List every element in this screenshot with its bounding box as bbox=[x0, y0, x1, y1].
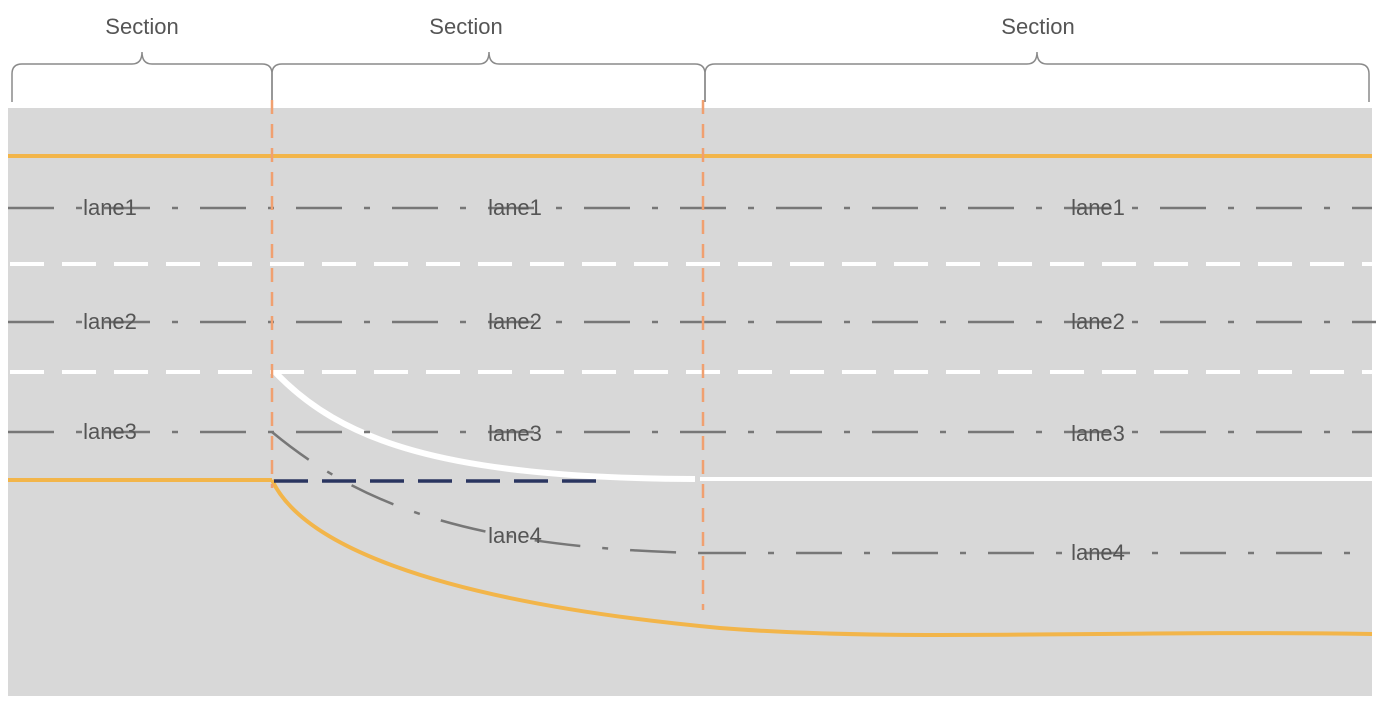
section-label-3: Section bbox=[1001, 14, 1074, 39]
lane-label-s1-lane3: lane3 bbox=[83, 419, 137, 444]
lane-label-s2-lane4: lane4 bbox=[488, 523, 542, 548]
lane-label-s2-lane1: lane1 bbox=[488, 195, 542, 220]
lane-label-s2-lane3: lane3 bbox=[488, 421, 542, 446]
section-bracket-2 bbox=[271, 51, 706, 102]
section-bracket-3 bbox=[704, 51, 1370, 102]
lane-label-s2-lane2: lane2 bbox=[488, 309, 542, 334]
section-label-2: Section bbox=[429, 14, 502, 39]
lane-divider-3-4-curve bbox=[272, 369, 696, 482]
lane-label-s3-lane3: lane3 bbox=[1071, 421, 1125, 446]
lane-label-s3-lane4: lane4 bbox=[1071, 540, 1125, 565]
lane-label-s3-lane1: lane1 bbox=[1071, 195, 1125, 220]
lane-center-lines bbox=[8, 206, 1376, 555]
road-edge-bottom-widening bbox=[270, 479, 1373, 638]
section-label-1: Section bbox=[105, 14, 178, 39]
lane-label-s1-lane1: lane1 bbox=[83, 195, 137, 220]
section-bracket-1 bbox=[11, 51, 273, 102]
road-surface bbox=[8, 108, 1372, 696]
lane-label-s1-lane2: lane2 bbox=[83, 309, 137, 334]
lane-label-s3-lane2: lane2 bbox=[1071, 309, 1125, 334]
section-brackets bbox=[11, 51, 1370, 102]
